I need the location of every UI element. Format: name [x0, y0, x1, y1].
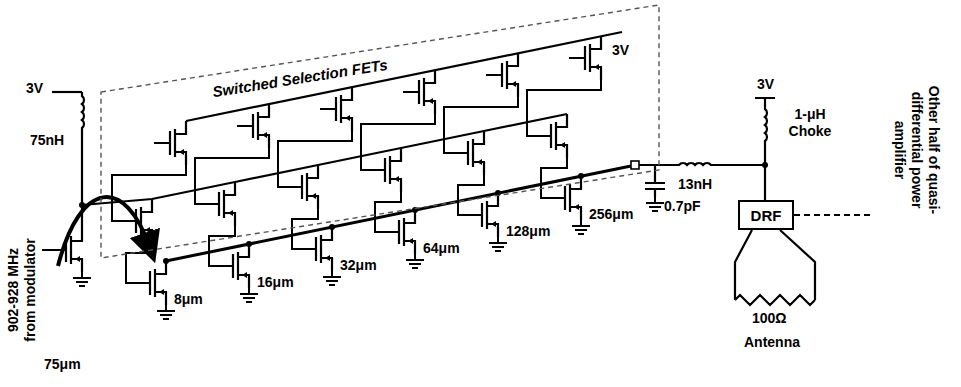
- circuit-label: Antenna: [744, 334, 800, 351]
- output-pad: [631, 161, 639, 169]
- ground-symbol: [73, 272, 91, 286]
- circuit-label: 100Ω: [752, 310, 787, 327]
- region-outline: [100, 4, 660, 260]
- circuit-label: 3V: [757, 76, 774, 93]
- region-outline: [101, 5, 659, 258]
- region-heading: Switched Selection FETs: [211, 56, 388, 100]
- circuit-label: 902-928 MHz from modulator: [5, 233, 39, 348]
- inductor-symbol: [675, 163, 715, 165]
- resistor-symbol: [735, 295, 815, 305]
- circuit-label: 32μm: [340, 257, 377, 274]
- circuit-label: 3V: [612, 42, 629, 59]
- circuit-label: Other half of quasi-differential power a…: [891, 75, 942, 225]
- circuit-label: 256μm: [589, 206, 633, 223]
- circuit-label: 3V: [26, 80, 43, 97]
- wire: [715, 98, 775, 200]
- ground-symbol: [646, 197, 664, 211]
- junction-dot: [762, 162, 768, 168]
- circuit-label: 0.7pF: [664, 198, 701, 215]
- supply-tick: [52, 91, 82, 93]
- wire: [42, 132, 82, 250]
- transistor-symbol: [50, 228, 82, 272]
- circuit-label: 128μm: [506, 223, 550, 240]
- block-label: DRF: [751, 207, 782, 224]
- inductor-symbol: [82, 92, 84, 132]
- circuit-label: 75μm: [44, 356, 81, 373]
- wire: [82, 114, 567, 205]
- circuit-label: 75nH: [30, 132, 64, 149]
- circuit-label: 13nH: [678, 176, 712, 193]
- choke-symbol: [765, 105, 767, 145]
- circuit-label: 16μm: [257, 274, 294, 291]
- drf-block: DRF: [738, 200, 794, 230]
- selection-region: Switched Selection FETs: [100, 4, 660, 260]
- circuit-label: 8μm: [174, 291, 203, 308]
- circuit-label: 64μm: [423, 240, 460, 257]
- antenna-feed: [735, 230, 815, 300]
- circuit-label: 1-μH Choke: [782, 106, 838, 140]
- dashed-link: [794, 214, 872, 216]
